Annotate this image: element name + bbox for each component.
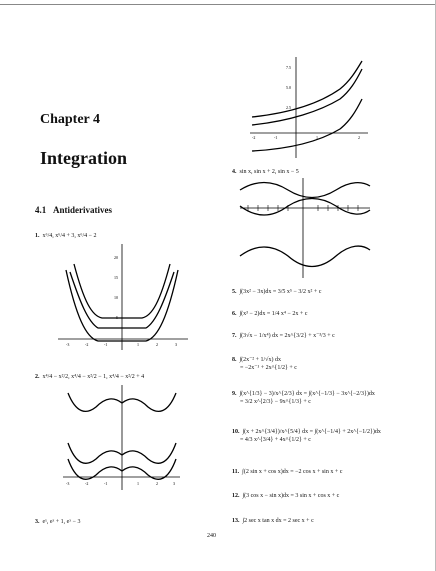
graph-exercise-2: -3 -2 -1 1 2 3 <box>63 385 180 490</box>
tick-label: 10 <box>114 295 118 300</box>
tick-label: 5 <box>116 315 118 320</box>
exercise-3: 3.eˣ, eˣ + 1, eˣ − 3 <box>35 518 80 526</box>
section-number: 4.1 <box>35 205 47 215</box>
exercise-number: 13. <box>232 518 240 524</box>
exercise-10: 10.∫(x + 2x^{3/4})/x^{5/4} dx = ∫(x^{−1/… <box>232 428 381 444</box>
exercise-number: 3. <box>35 519 40 525</box>
exercise-5: 5.∫(3x² − 3x)dx = 3/5 x⁵ − 3/2 x² + c <box>232 288 321 296</box>
tick-label: 2 <box>358 135 360 140</box>
exercise-text: ∫(2 sin x + cos x)dx = −2 cos x + sin x … <box>242 469 343 475</box>
tick-label: -1 <box>274 135 277 140</box>
curve-2 <box>67 442 177 464</box>
tick-label: 1 <box>137 342 139 347</box>
chapter-heading: Chapter 4 <box>40 112 101 127</box>
tick-label: 3 <box>173 481 175 486</box>
exercise-1: 1.x⁶/4, x⁶/4 + 3, x⁶/4 − 2 <box>35 232 97 240</box>
tick-label: 3 <box>175 342 177 347</box>
curve-2 <box>239 197 371 216</box>
curve-1 <box>239 181 371 199</box>
exercise-text: ∫2 sec x tan x dx = 2 sec x + c <box>242 518 314 524</box>
exercise-result: = 3/2 x^{2/3} − 9x^{1/3} + c <box>240 399 311 405</box>
graph-exercise-3: -2 -1 1 2 7.5 5.0 2.5 <box>250 57 368 158</box>
exercise-13: 13.∫2 sec x tan x dx = 2 sec x + c <box>232 517 314 525</box>
exercise-number: 8. <box>232 357 237 363</box>
exercise-result: = −2x⁻¹ + 2x^{1/2} + c <box>240 365 297 371</box>
section-heading: 4.1 Antiderivatives <box>35 205 112 215</box>
tick-label: -2 <box>85 481 88 486</box>
exercise-number: 12. <box>232 493 240 499</box>
tick-labels: -2 -1 1 2 7.5 5.0 2.5 <box>252 65 360 140</box>
tick-label: 2.5 <box>286 105 291 110</box>
curve-2 <box>73 263 171 319</box>
tick-label: 2 <box>156 342 158 347</box>
exercise-12: 12.∫(3 cos x − sin x)dx = 3 sin x + cos … <box>232 492 339 500</box>
exercise-number: 10. <box>232 429 240 435</box>
tick-label: 1 <box>316 135 318 140</box>
exercise-text: x⁴/4 − x²/2, x⁴/4 − x²/2 − 1, x⁴/4 − x²/… <box>42 374 145 380</box>
tick-labels: -3 -2 -1 1 2 3 20 15 10 5 <box>66 255 177 347</box>
exercise-text: ∫(x³ − 2)dx = 1/4 x⁴ − 2x + c <box>239 311 308 317</box>
exercise-number: 5. <box>232 289 237 295</box>
exercise-6: 6.∫(x³ − 2)dx = 1/4 x⁴ − 2x + c <box>232 310 307 318</box>
tick-label: -1 <box>104 481 107 486</box>
exercise-text: ∫(x^{1/3} − 3)/x^{2/3} dx = ∫(x^{−1/3} −… <box>239 391 375 397</box>
top-rule <box>0 4 436 5</box>
exercise-text: ∫(x + 2x^{3/4})/x^{5/4} dx = ∫(x^{−1/4} … <box>242 429 381 435</box>
exercise-text: ∫(3 cos x − sin x)dx = 3 sin x + cos x +… <box>242 493 340 499</box>
exercise-2: 2.x⁴/4 − x²/2, x⁴/4 − x²/2 − 1, x⁴/4 − x… <box>35 373 144 381</box>
exercise-number: 2. <box>35 374 40 380</box>
section-name: Antiderivatives <box>53 205 112 215</box>
tick-label: -1 <box>104 342 107 347</box>
curve-2 <box>251 68 363 126</box>
tick-label: -2 <box>85 342 88 347</box>
tick-label: 1 <box>137 481 139 486</box>
tick-label: 15 <box>114 275 118 280</box>
exercise-text: ∫(3√x − 1/x⁴) dx = 2x^{3/2} + x⁻³/3 + c <box>239 333 335 339</box>
graph-exercise-4 <box>239 178 371 278</box>
tick-label: 7.5 <box>286 65 291 70</box>
curve-3 <box>251 98 363 152</box>
exercise-text: x⁶/4, x⁶/4 + 3, x⁶/4 − 2 <box>42 233 97 239</box>
exercise-number: 1. <box>35 233 40 239</box>
curve-1 <box>67 392 177 413</box>
exercise-text: eˣ, eˣ + 1, eˣ − 3 <box>42 519 81 525</box>
curve-1 <box>69 271 175 329</box>
curve-3 <box>67 458 177 480</box>
curve-3 <box>239 245 371 268</box>
exercise-8: 8.∫(2x⁻² + 1/√x) dx = −2x⁻¹ + 2x^{1/2} + … <box>232 356 297 372</box>
tick-label: 2 <box>156 481 158 486</box>
curve-3 <box>65 269 179 342</box>
tick-label: -2 <box>252 135 255 140</box>
exercise-text: ∫(3x² − 3x)dx = 3/5 x⁵ − 3/2 x² + c <box>239 289 322 295</box>
tick-label: -3 <box>66 481 69 486</box>
exercise-number: 4. <box>232 169 237 175</box>
exercise-4: 4.sin x, sin x + 2, sin x − 5 <box>232 168 299 176</box>
tick-label: 20 <box>114 255 118 260</box>
exercise-number: 9. <box>232 391 237 397</box>
exercise-number: 11. <box>232 469 240 475</box>
exercise-9: 9.∫(x^{1/3} − 3)/x^{2/3} dx = ∫(x^{−1/3}… <box>232 390 375 406</box>
tick-label: -3 <box>66 342 69 347</box>
curve-1 <box>251 60 363 118</box>
exercise-text: ∫(2x⁻² + 1/√x) dx <box>239 357 281 363</box>
page-number: 240 <box>207 533 216 539</box>
exercise-number: 7. <box>232 333 237 339</box>
exercise-text: sin x, sin x + 2, sin x − 5 <box>239 169 299 175</box>
exercise-11: 11.∫(2 sin x + cos x)dx = −2 cos x + sin… <box>232 468 342 476</box>
graph-exercise-1: -3 -2 -1 1 2 3 20 15 10 5 <box>58 244 188 350</box>
exercise-result: = 4/3 x^{3/4} + 4x^{1/2} + c <box>240 437 311 443</box>
tick-label: 5.0 <box>286 85 291 90</box>
tick-labels: -3 -2 -1 1 2 3 <box>66 481 175 486</box>
page-title: Integration <box>40 148 127 168</box>
exercise-7: 7.∫(3√x − 1/x⁴) dx = 2x^{3/2} + x⁻³/3 + … <box>232 332 335 340</box>
exercise-number: 6. <box>232 311 237 317</box>
